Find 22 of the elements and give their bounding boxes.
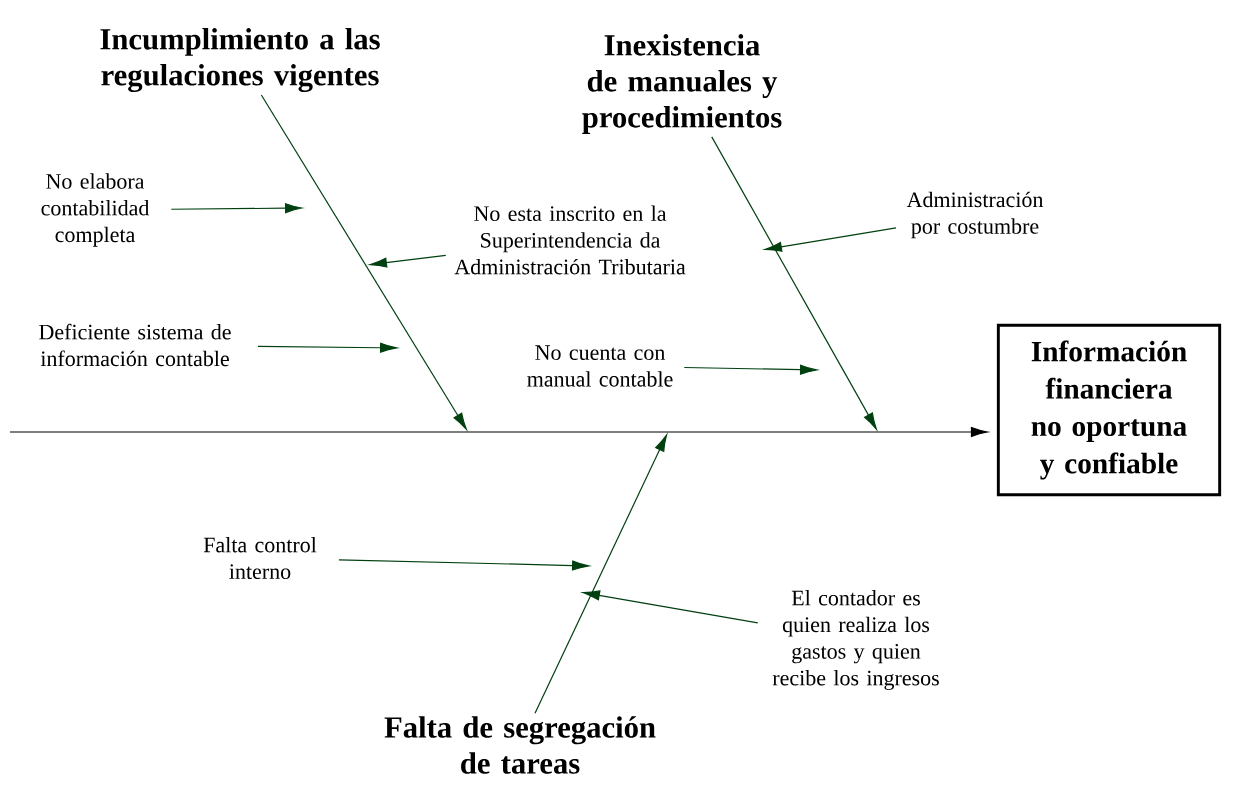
cause-arrow — [257, 342, 398, 353]
cause-arrow — [338, 559, 590, 571]
category-heading: Incumplimiento a las regulaciones vigentes — [100, 27, 380, 92]
bone-arrow — [260, 94, 467, 430]
cause-label: Deficiente sistema de información contable — [39, 323, 231, 367]
cause-label: No cuenta con manual contable — [527, 345, 673, 387]
cause-arrow — [369, 254, 447, 268]
cause-label: No esta inscrito en la Superintendencia da Administración Tributaria — [454, 205, 686, 275]
cause-label: Administración por costumbre — [906, 191, 1044, 239]
bone-arrow — [711, 136, 877, 430]
cause-label: No elabora contabilidad completa — [41, 173, 150, 247]
bone-arrow — [534, 434, 668, 714]
effect-box: Información financiera no oportuna y confiable — [996, 323, 1222, 497]
cause-arrow — [170, 203, 303, 214]
cause-label: Falta control interno — [203, 536, 317, 580]
spine-arrow — [9, 426, 989, 438]
category-heading: Falta de segregación de tareas — [384, 716, 656, 774]
cause-arrow — [683, 364, 818, 375]
cause-arrow — [764, 227, 897, 252]
category-heading: Inexistencia de manuales y procedimientos — [582, 34, 782, 134]
cause-label: El contador es quien realiza los gastos y quien recibe los ingresos — [772, 590, 939, 690]
cause-arrow — [582, 590, 759, 624]
